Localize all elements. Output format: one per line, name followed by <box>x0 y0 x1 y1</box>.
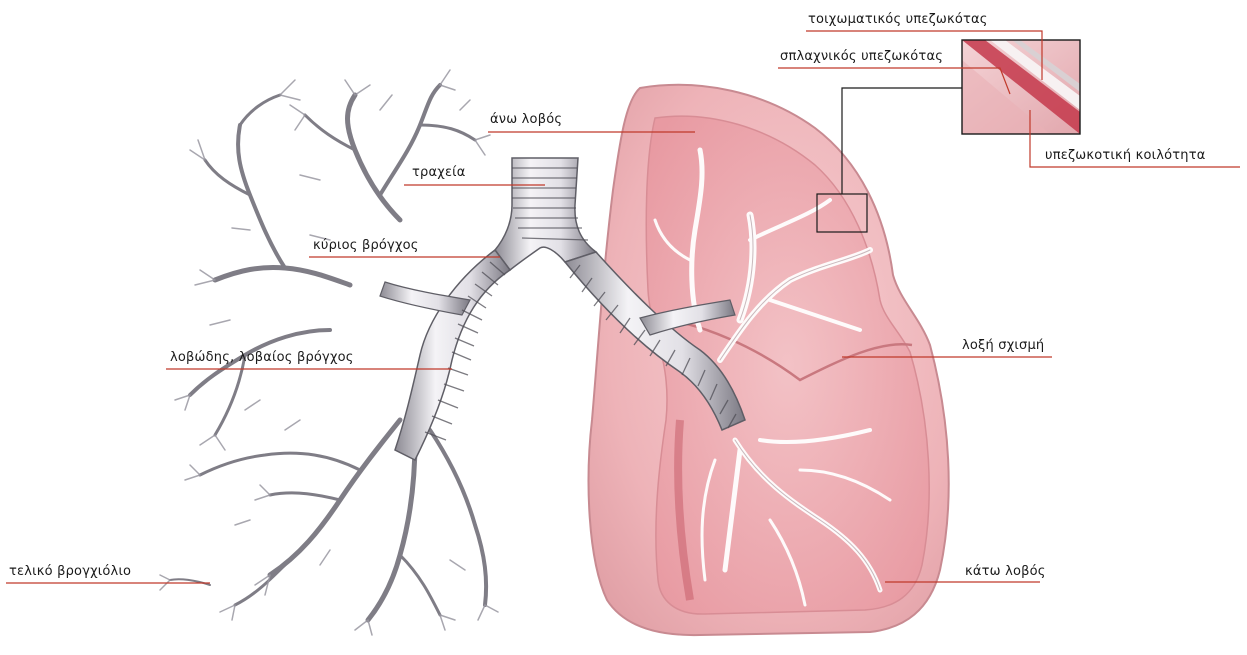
lung-section <box>589 85 949 635</box>
label-main-bronchus: κύριος βρόγχος <box>313 238 419 254</box>
pleura-inset <box>962 40 1080 134</box>
label-lower-lobe: κάτω λοβός <box>965 564 1046 580</box>
label-visceral-pleura: σπλαχνικός υπεζωκότας <box>780 49 943 65</box>
label-trachea: τραχεία <box>412 165 466 181</box>
label-terminal-bronchiole: τελικό βρογχιόλιο <box>9 564 131 580</box>
label-pleural-cavity: υπεζωκοτική κοιλότητα <box>1045 148 1206 164</box>
label-oblique-fissure: λοξή σχισμή <box>962 338 1044 354</box>
trachea-shape <box>495 158 596 270</box>
label-parietal-pleura: τοιχωματικός υπεζωκότας <box>808 12 988 28</box>
label-lobar-bronchus: λοβώδης, λοβαίος βρόγχος <box>170 350 354 366</box>
label-upper-lobe: άνω λοβός <box>490 112 562 128</box>
